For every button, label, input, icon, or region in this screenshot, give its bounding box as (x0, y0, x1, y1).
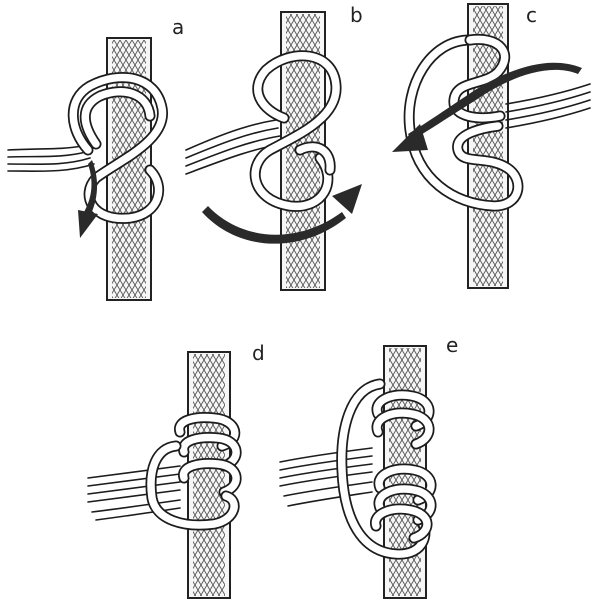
panel-label-c: c (526, 3, 537, 27)
panel-d: d (88, 341, 265, 598)
panel-e: e (280, 333, 458, 598)
panel-label-e: e (446, 333, 458, 357)
cord-tails (280, 448, 372, 506)
panel-b: b (186, 3, 363, 290)
panel-label-a: a (172, 15, 184, 39)
panel-a: a (8, 15, 184, 300)
panel-label-d: d (252, 341, 265, 365)
panel-c: c (392, 3, 590, 288)
cord-tails (506, 84, 590, 128)
rope-texture (193, 354, 225, 596)
panel-label-b: b (350, 3, 363, 27)
